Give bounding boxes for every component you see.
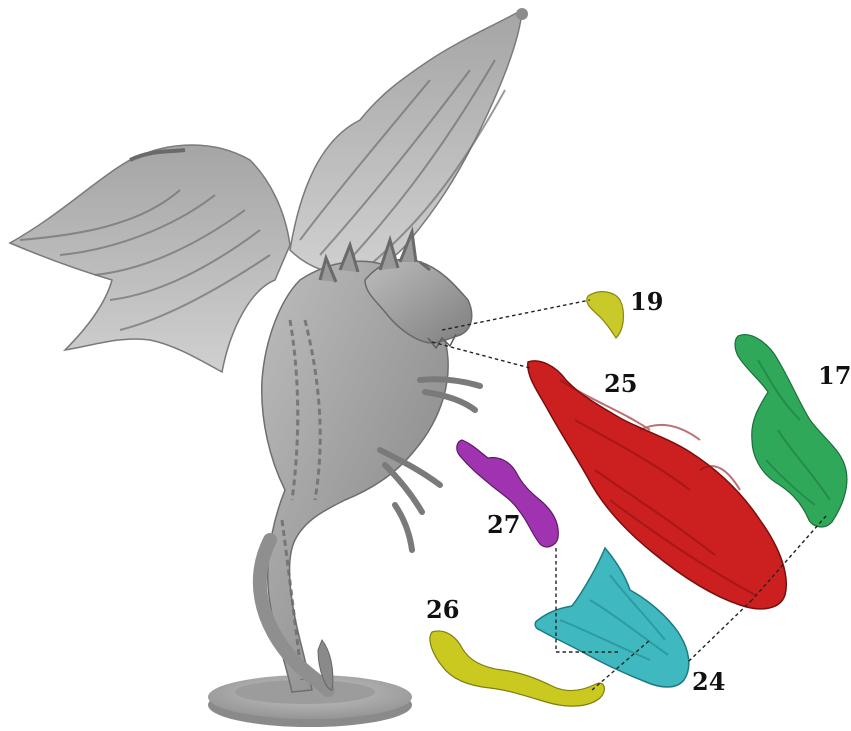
leader-24-to-25 [688, 600, 752, 662]
label-24: 24 [692, 667, 725, 696]
label-19: 19 [630, 287, 663, 316]
part-24-piece [535, 548, 689, 687]
label-27: 27 [487, 510, 520, 539]
part-19-piece [587, 292, 624, 338]
label-25: 25 [604, 369, 637, 398]
left-wing [10, 145, 290, 372]
right-wing [290, 8, 528, 275]
label-17: 17 [818, 361, 851, 390]
label-26: 26 [426, 595, 459, 624]
part-25-piece [528, 361, 786, 609]
